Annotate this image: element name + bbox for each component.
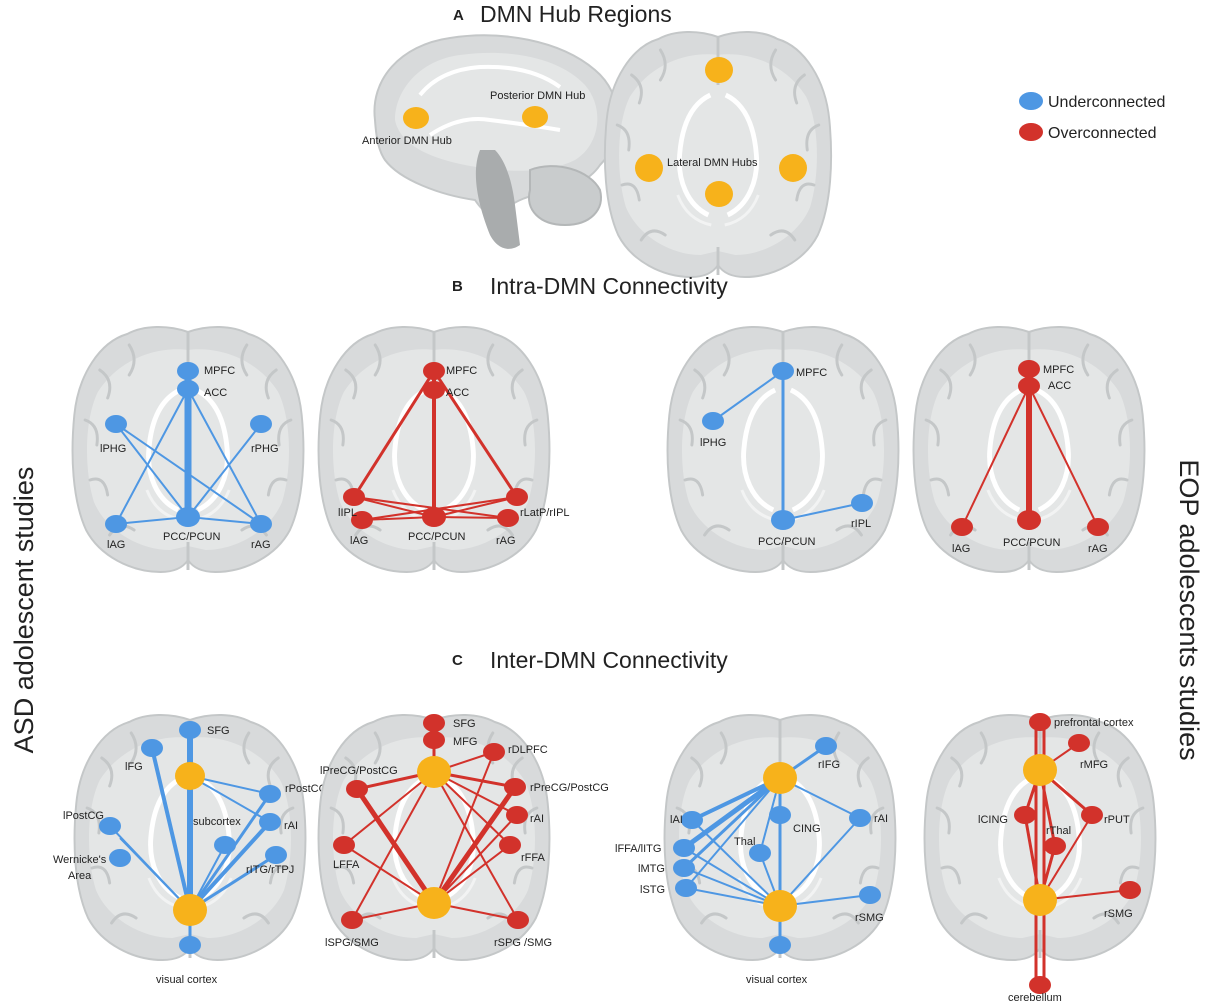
brain-b1: MPFC ACC lPHG rPHG lAG PCC/PCUN rAG xyxy=(73,327,304,572)
svg-text:rAG: rAG xyxy=(1088,543,1108,555)
side-label-eop: EOP adolescents studies xyxy=(1174,459,1204,760)
label-posterior-hub: Posterior DMN Hub xyxy=(490,90,585,102)
svg-text:lIPL: lIPL xyxy=(338,507,357,519)
svg-text:MPFC: MPFC xyxy=(796,367,827,379)
brain-b4: MPFC ACC lAG PCC/PCUN rAG xyxy=(914,327,1145,572)
svg-text:lFG: lFG xyxy=(125,761,143,773)
svg-text:rIPL: rIPL xyxy=(851,518,871,530)
brain-c1: SFG lFG rPostCG lPostCG subcortex rAI We… xyxy=(53,715,327,986)
svg-text:Thal: Thal xyxy=(734,836,755,848)
panel-c-letter: C xyxy=(452,652,463,669)
legend-over-label: Overconnected xyxy=(1048,125,1157,142)
brain-b3: MPFC lPHG rIPL PCC/PCUN xyxy=(668,327,899,572)
svg-text:Area: Area xyxy=(68,870,92,882)
svg-text:lPHG: lPHG xyxy=(700,437,726,449)
panel-a-title: DMN Hub Regions xyxy=(480,1,672,27)
svg-text:rAI: rAI xyxy=(874,813,888,825)
svg-text:MPFC: MPFC xyxy=(204,365,235,377)
svg-text:rPUT: rPUT xyxy=(1104,814,1130,826)
svg-text:visual cortex: visual cortex xyxy=(156,974,218,986)
svg-text:rDLPFC: rDLPFC xyxy=(508,744,548,756)
svg-text:rPHG: rPHG xyxy=(251,443,279,455)
svg-text:ACC: ACC xyxy=(446,387,469,399)
panel-b-letter: B xyxy=(452,278,463,295)
svg-text:lPHG: lPHG xyxy=(100,443,126,455)
svg-text:rPostCG: rPostCG xyxy=(285,783,327,795)
svg-text:SFG: SFG xyxy=(453,718,476,730)
svg-text:PCC/PCUN: PCC/PCUN xyxy=(408,531,466,543)
brain-c2: SFG MFG rDLPFC lPreCG/PostCG rPreCG/Post… xyxy=(319,714,609,960)
svg-text:lSPG/SMG: lSPG/SMG xyxy=(325,937,379,949)
svg-text:lCING: lCING xyxy=(978,814,1008,826)
side-label-asd: ASD adolescent studies xyxy=(9,467,39,754)
label-anterior-hub: Anterior DMN Hub xyxy=(362,135,452,147)
hub-a-right xyxy=(779,154,807,182)
hub-a-back xyxy=(705,181,733,207)
svg-text:rLatP/rIPL: rLatP/rIPL xyxy=(520,507,570,519)
svg-text:rSMG: rSMG xyxy=(1104,908,1133,920)
svg-text:lMTG: lMTG xyxy=(638,863,665,875)
panel-c-title: Inter-DMN Connectivity xyxy=(490,647,728,673)
legend-under-label: Underconnected xyxy=(1048,94,1165,111)
svg-text:rMFG: rMFG xyxy=(1080,759,1108,771)
svg-text:CING: CING xyxy=(793,823,821,835)
brain-c3: rIFG lAI Thal CING rAI lFFA/lITG lMTG lS… xyxy=(615,715,895,986)
svg-text:MPFC: MPFC xyxy=(446,365,477,377)
svg-text:rAG: rAG xyxy=(496,535,516,547)
svg-text:lAG: lAG xyxy=(107,539,125,551)
svg-text:ACC: ACC xyxy=(1048,380,1071,392)
panel-a: A DMN Hub Regions Posterior DMN Hub Ante… xyxy=(362,1,831,277)
svg-text:rPreCG/PostCG: rPreCG/PostCG xyxy=(530,782,609,794)
svg-text:lPreCG/PostCG: lPreCG/PostCG xyxy=(320,765,398,777)
svg-text:subcortex: subcortex xyxy=(193,816,241,828)
svg-text:visual cortex: visual cortex xyxy=(746,974,808,986)
svg-text:prefrontal cortex: prefrontal cortex xyxy=(1054,717,1134,729)
svg-text:PCC/PCUN: PCC/PCUN xyxy=(1003,537,1061,549)
svg-text:lAG: lAG xyxy=(350,535,368,547)
hub-a-front xyxy=(705,57,733,83)
svg-text:rFFA: rFFA xyxy=(521,852,545,864)
svg-text:rIFG: rIFG xyxy=(818,759,840,771)
svg-text:rSMG: rSMG xyxy=(855,912,884,924)
label-lateral-hubs: Lateral DMN Hubs xyxy=(667,157,758,169)
brain-b2: MPFC ACC lIPL rLatP/rIPL lAG PCC/PCUN rA… xyxy=(319,327,570,572)
svg-text:rThal: rThal xyxy=(1046,825,1071,837)
svg-text:SFG: SFG xyxy=(207,725,230,737)
svg-text:Wernicke's: Wernicke's xyxy=(53,854,107,866)
svg-text:rAI: rAI xyxy=(530,813,544,825)
legend: Underconnected Overconnected xyxy=(1019,92,1165,142)
legend-under-swatch xyxy=(1019,92,1043,110)
svg-text:rSPG /SMG: rSPG /SMG xyxy=(494,937,552,949)
svg-text:lFFA/lITG: lFFA/lITG xyxy=(615,843,661,855)
hub-anterior xyxy=(403,107,429,129)
legend-over-swatch xyxy=(1019,123,1043,141)
svg-text:rITG/rTPJ: rITG/rTPJ xyxy=(246,864,294,876)
svg-text:lSTG: lSTG xyxy=(640,884,665,896)
hub-a-left xyxy=(635,154,663,182)
sagittal-brain xyxy=(373,34,620,249)
svg-text:lAG: lAG xyxy=(952,543,970,555)
svg-text:cerebellum: cerebellum xyxy=(1008,992,1062,1004)
svg-text:PCC/PCUN: PCC/PCUN xyxy=(163,531,221,543)
svg-text:rAG: rAG xyxy=(251,539,271,551)
svg-text:ACC: ACC xyxy=(204,387,227,399)
panel-b-title: Intra-DMN Connectivity xyxy=(490,273,728,299)
panel-a-letter: A xyxy=(453,7,464,24)
svg-text:LFFA: LFFA xyxy=(333,859,360,871)
brain-c4: prefrontal cortex rMFG lCING rThal rPUT … xyxy=(925,713,1156,1004)
svg-text:MPFC: MPFC xyxy=(1043,364,1074,376)
hub-posterior xyxy=(522,106,548,128)
svg-text:rAI: rAI xyxy=(284,820,298,832)
svg-text:lAI: lAI xyxy=(670,814,683,826)
svg-text:MFG: MFG xyxy=(453,736,477,748)
svg-text:PCC/PCUN: PCC/PCUN xyxy=(758,536,816,548)
svg-text:lPostCG: lPostCG xyxy=(63,810,104,822)
